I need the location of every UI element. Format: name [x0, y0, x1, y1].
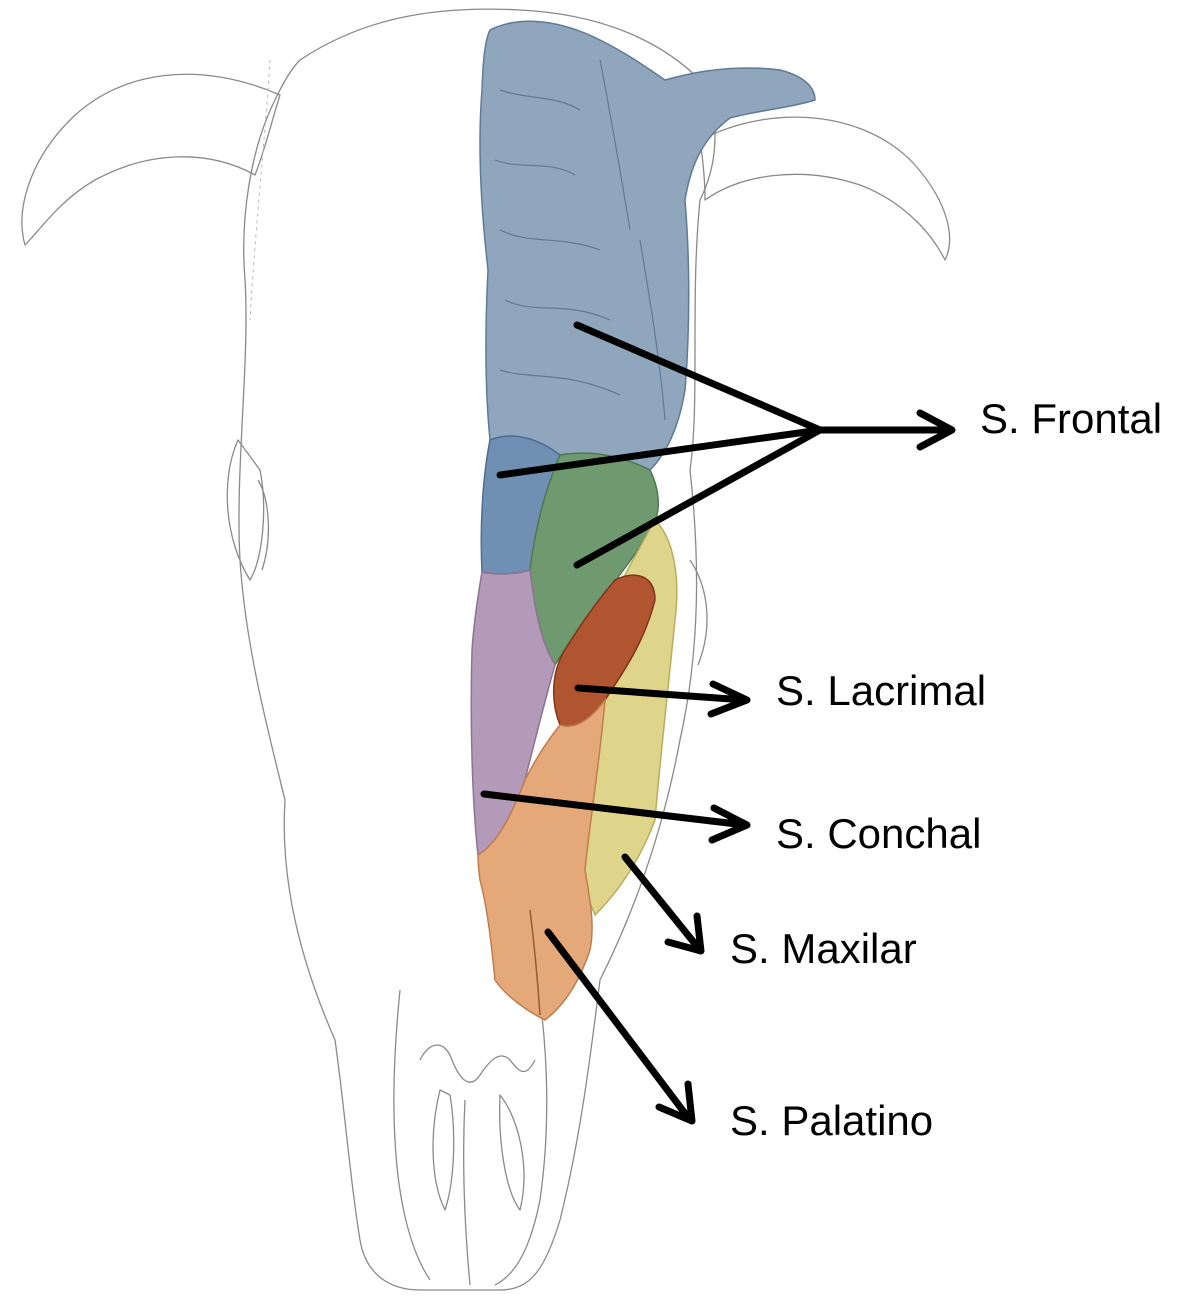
maxillary-sinus-label: S. Maxilar	[730, 928, 917, 970]
conchal-sinus-label: S. Conchal	[776, 813, 981, 855]
palatino-arrow	[548, 932, 692, 1121]
frontal-sinus-label: S. Frontal	[980, 398, 1162, 440]
sinus-regions	[471, 21, 815, 1020]
lacrimal-sinus-label: S. Lacrimal	[776, 670, 986, 712]
palatine-sinus-label: S. Palatino	[730, 1100, 933, 1142]
frontal-arrow	[820, 413, 952, 447]
maxilar-arrow	[625, 857, 701, 951]
